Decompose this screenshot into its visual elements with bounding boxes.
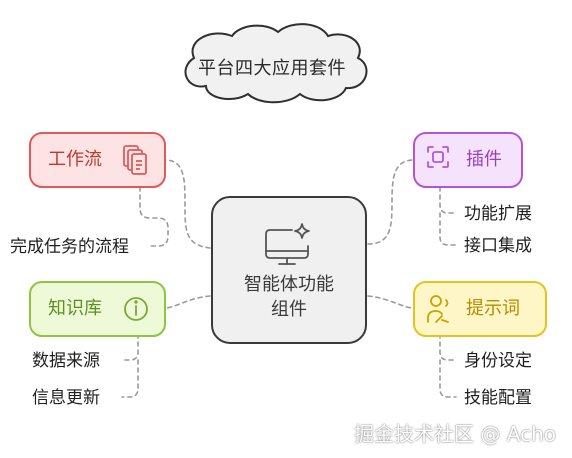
plugin-node — [413, 132, 523, 188]
connector-center-plugin — [367, 159, 415, 245]
connector-prompt-leaf2 — [439, 359, 457, 398]
connector-plugin-leaf1 — [439, 186, 457, 214]
connector-plugin-leaf2 — [439, 212, 457, 246]
prompt-leaf-2: 技能配置 — [464, 388, 532, 408]
connector-knowledge-leaf1 — [121, 333, 139, 361]
workflow-document-icon — [123, 145, 147, 175]
prompt-leaf-1: 身份设定 — [464, 351, 532, 371]
center-label-line1: 智能体功能 — [244, 274, 334, 295]
workflow-leaf-1: 完成任务的流程 — [10, 237, 129, 257]
knowledge-leaf-2: 信息更新 — [32, 388, 100, 408]
connector-knowledge-leaf2 — [121, 359, 139, 398]
knowledge-leaf-1: 数据来源 — [32, 351, 100, 371]
plugin-label: 插件 — [466, 149, 502, 170]
center-label-line2: 组件 — [271, 299, 307, 320]
watermark: 掘金技术社区 @ Acho — [354, 422, 556, 446]
monitor-sparkle-icon — [265, 223, 310, 265]
connector-workflow-leaf — [139, 186, 169, 247]
connector-center-knowledge — [164, 295, 211, 309]
suite-title: 平台四大应用套件 — [198, 58, 346, 79]
knowledge-label: 知识库 — [48, 298, 102, 319]
connectors — [121, 159, 457, 398]
plugin-leaf-1: 功能扩展 — [464, 204, 532, 224]
info-icon — [124, 297, 148, 321]
center-node-label: 智能体功能 组件 — [212, 272, 366, 322]
plugin-icon — [427, 146, 449, 168]
workflow-label: 工作流 — [48, 149, 102, 170]
knowledge-node — [29, 281, 166, 337]
prompt-person-icon — [427, 295, 449, 323]
connector-center-prompt — [367, 295, 415, 309]
center-node — [211, 196, 367, 344]
plugin-leaf-2: 接口集成 — [464, 236, 532, 256]
connector-center-workflow — [164, 159, 211, 249]
connector-prompt-leaf1 — [439, 333, 457, 361]
title-cloud — [184, 23, 368, 104]
prompt-label: 提示词 — [466, 298, 520, 319]
